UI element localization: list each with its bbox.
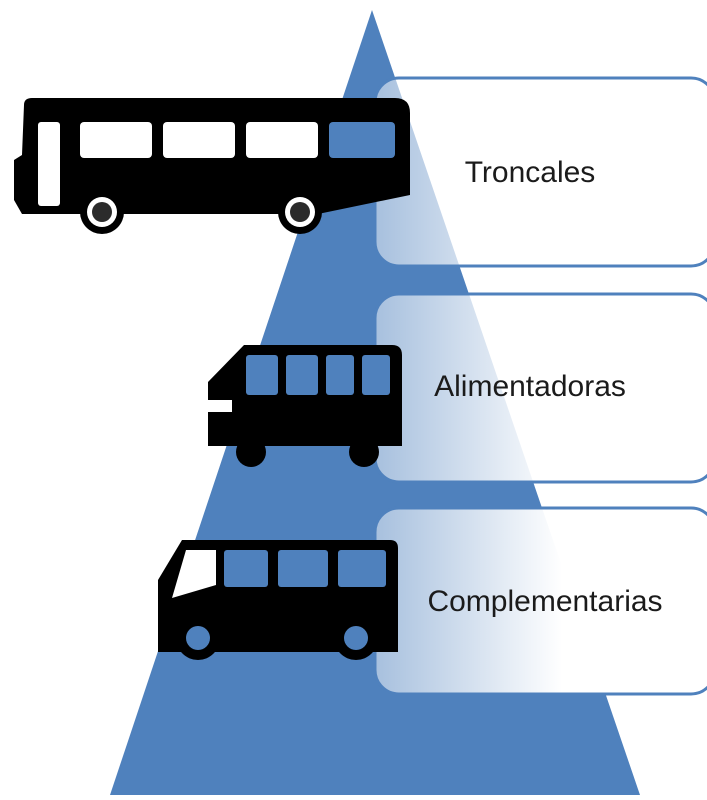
level-label-alimentadoras: Alimentadoras [434,370,626,403]
level-label-troncales: Troncales [464,156,596,189]
medium-bus-icon [208,345,402,467]
large-bus-icon [14,98,410,234]
minibus-icon [158,540,398,660]
level-label-complementarias: Complementarias [427,585,663,618]
